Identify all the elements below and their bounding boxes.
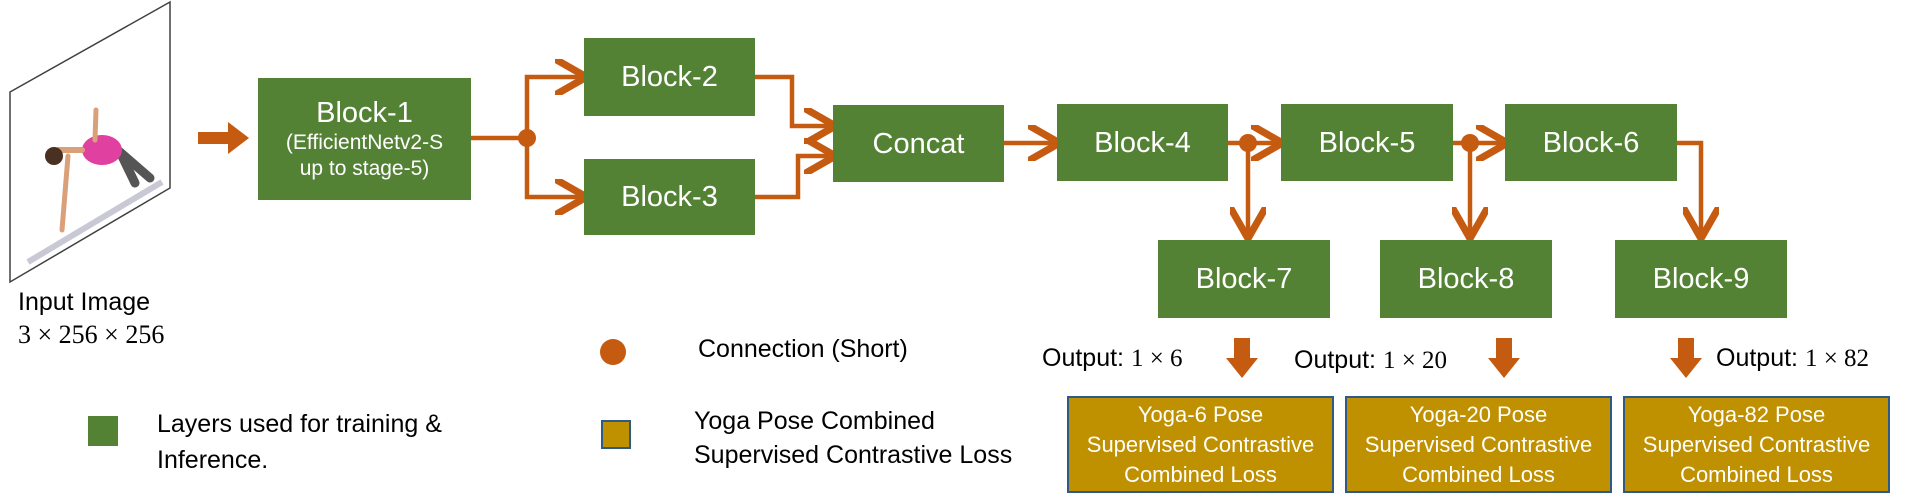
block-1-subtitle-2: up to stage-5)	[299, 157, 430, 180]
block-9: Block-9	[1615, 240, 1787, 318]
block-5: Block-5	[1281, 104, 1453, 181]
output-20-prefix: Output:	[1294, 346, 1383, 374]
connection-dot	[518, 129, 536, 147]
input-image-label: Input Image	[18, 288, 151, 316]
legend-dot-icon	[600, 339, 626, 365]
legend-dot-label: Connection (Short)	[698, 335, 908, 363]
output-arrow-6	[1226, 338, 1258, 378]
block-8-label: Block-8	[1417, 263, 1515, 295]
block-1-subtitle-1: (EfficientNetv2-S	[285, 131, 444, 154]
output-arrow-82	[1670, 338, 1702, 378]
output-82-prefix: Output:	[1716, 344, 1805, 372]
connection-dot	[1461, 134, 1479, 152]
legend-green-swatch	[88, 416, 118, 446]
output-label-6: Output: 1 × 6	[1042, 343, 1183, 374]
loss-box-yoga-82: Yoga-82 Pose Supervised Contrastive Comb…	[1623, 396, 1890, 493]
output-label-82: Output: 1 × 82	[1716, 343, 1869, 374]
loss-box-yoga-20: Yoga-20 Pose Supervised Contrastive Comb…	[1345, 396, 1612, 493]
input-image-dims: 3 × 256 × 256	[18, 320, 165, 349]
output-6-prefix: Output:	[1042, 344, 1131, 372]
block-1-title: Block-1	[316, 97, 413, 129]
edge-split-b3	[524, 138, 582, 197]
block-3-label: Block-3	[621, 181, 718, 213]
block-6-label: Block-6	[1542, 126, 1640, 159]
concat-label: Concat	[872, 127, 965, 160]
legend-gold-label-1: Yoga Pose Combined	[694, 407, 935, 435]
output-label-20: Output: 1 × 20	[1294, 345, 1447, 376]
block-6: Block-6	[1505, 104, 1677, 181]
loss-20-line-3: Combined Loss	[1402, 461, 1555, 487]
block-8: Block-8	[1380, 240, 1552, 318]
edge-b3-concat	[755, 156, 831, 200]
block-2-label: Block-2	[621, 61, 718, 93]
legend-green-label-1: Layers used for training &	[157, 410, 442, 438]
block-1: Block-1 (EfficientNetv2-S up to stage-5)	[258, 78, 471, 200]
loss-82-line-2: Supervised Contrastive	[1642, 431, 1871, 457]
connection-dot	[1239, 134, 1257, 152]
loss-82-line-3: Combined Loss	[1680, 461, 1833, 487]
output-6-value: 1 × 6	[1130, 345, 1183, 372]
output-20-value: 1 × 20	[1382, 347, 1448, 374]
loss-20-line-1: Yoga-20 Pose	[1409, 401, 1548, 427]
loss-20-line-2: Supervised Contrastive	[1364, 431, 1593, 457]
block-2: Block-2	[584, 38, 755, 116]
input-image	[9, 0, 171, 284]
edge-b6-b9	[1677, 140, 1701, 234]
loss-box-yoga-6: Yoga-6 Pose Supervised Contrastive Combi…	[1067, 396, 1334, 493]
input-arrow	[198, 122, 249, 154]
block-7-label: Block-7	[1195, 263, 1293, 295]
output-82-value: 1 × 82	[1804, 345, 1870, 372]
edge-split-b2	[524, 77, 582, 138]
loss-82-line-1: Yoga-82 Pose	[1687, 401, 1826, 427]
block-5-label: Block-5	[1318, 126, 1416, 159]
block-4-label: Block-4	[1094, 126, 1191, 159]
loss-6-line-1: Yoga-6 Pose	[1137, 401, 1264, 427]
legend-green-label-2: Inference.	[157, 446, 269, 474]
yoga-figure-icon	[45, 107, 155, 233]
output-arrow-20	[1488, 338, 1520, 378]
loss-6-line-3: Combined Loss	[1124, 461, 1277, 487]
legend-gold-label-2: Supervised Contrastive Loss	[694, 441, 1013, 469]
block-4: Block-4	[1057, 104, 1228, 181]
legend-gold-swatch	[601, 420, 631, 449]
block-concat: Concat	[833, 105, 1004, 182]
block-3: Block-3	[584, 159, 755, 235]
block-9-label: Block-9	[1652, 263, 1750, 295]
loss-6-line-2: Supervised Contrastive	[1086, 431, 1315, 457]
edge-b2-concat	[755, 74, 831, 126]
block-7: Block-7	[1158, 240, 1330, 318]
